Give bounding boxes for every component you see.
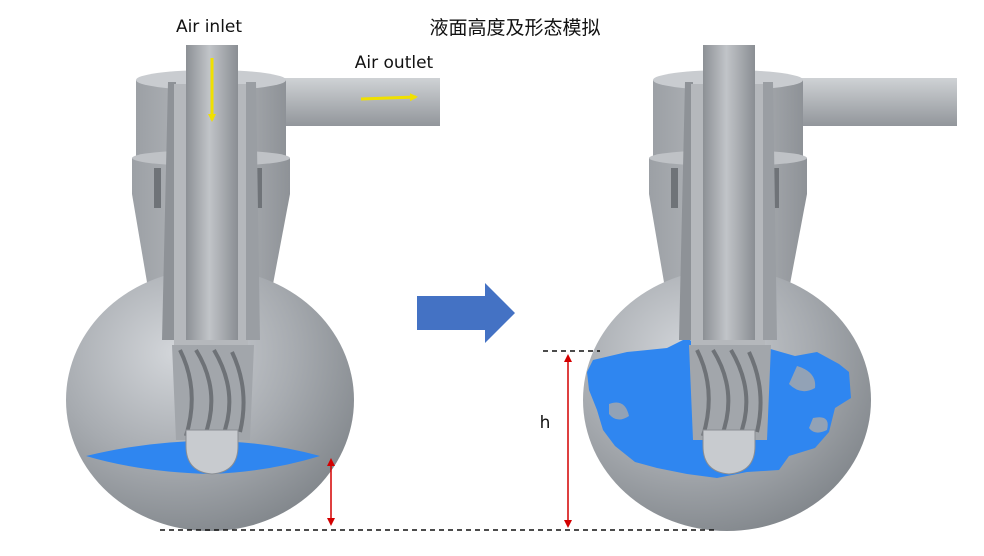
air-inlet-label: Air inlet xyxy=(176,17,242,37)
separator-initial xyxy=(66,43,440,531)
arrow-right-icon xyxy=(360,93,418,102)
block-arrow-right-icon xyxy=(417,283,515,343)
air-outlet-label: Air outlet xyxy=(355,53,434,73)
figure-title: 液面高度及形态模拟 xyxy=(429,17,600,39)
height-label: h xyxy=(540,413,551,433)
separator-simulated xyxy=(583,43,957,531)
